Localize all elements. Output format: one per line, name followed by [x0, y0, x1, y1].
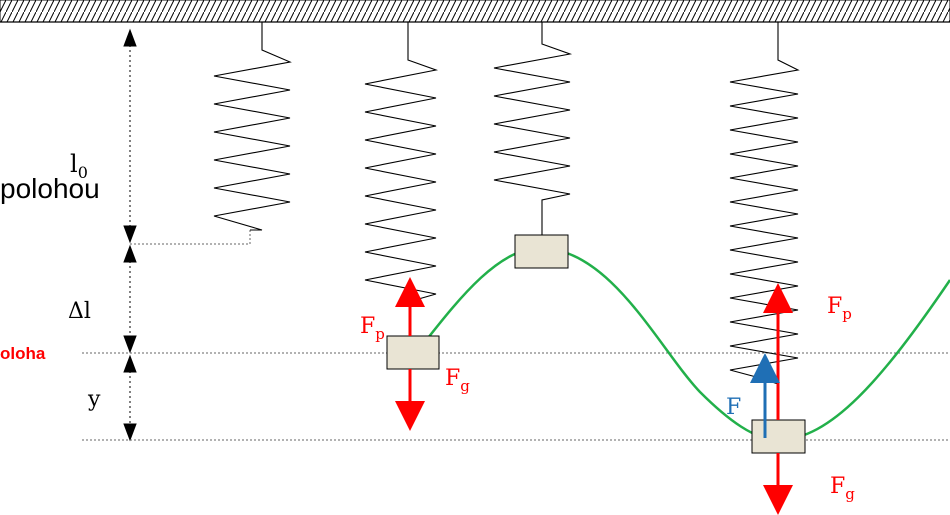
- spring-4: [729, 22, 800, 420]
- f-resultant-label: F: [726, 395, 741, 420]
- delta-l-label: Δl: [68, 299, 91, 324]
- fg-label-block-2: Fg: [445, 366, 470, 395]
- delta-l-bottom-arrowhead: [123, 335, 137, 354]
- block-4: [751, 419, 806, 454]
- ceiling: [0, 0, 950, 23]
- l0-label: l0: [70, 150, 88, 182]
- natural-length-line: [130, 230, 251, 245]
- y-bottom-arrowhead: [123, 423, 137, 442]
- fg-label-block-4: Fg: [830, 474, 855, 503]
- block-2: [386, 335, 440, 370]
- ceiling-hatch: [0, 0, 950, 22]
- oscillation-curve: [423, 246, 950, 442]
- y-top-arrowhead: [123, 354, 137, 373]
- l0-bottom-arrowhead: [123, 225, 137, 244]
- delta-l-top-arrowhead: [123, 244, 137, 263]
- partial-text-polohou: polohou: [0, 173, 100, 204]
- partial-text-poloha: oloha: [0, 344, 46, 363]
- spring-1: [213, 22, 292, 231]
- measurement-axis: [123, 28, 137, 442]
- spring-3: [493, 22, 573, 236]
- fp-label-block-2: Fp: [360, 314, 385, 343]
- block-3: [514, 234, 569, 269]
- fp-label-block-4: Fp: [827, 294, 852, 323]
- y-label: y: [87, 387, 101, 412]
- spring-2: [364, 22, 439, 303]
- l0-top-arrowhead: [123, 28, 137, 47]
- reference-lines: [82, 230, 950, 441]
- ceiling-outline: [0, 0, 950, 23]
